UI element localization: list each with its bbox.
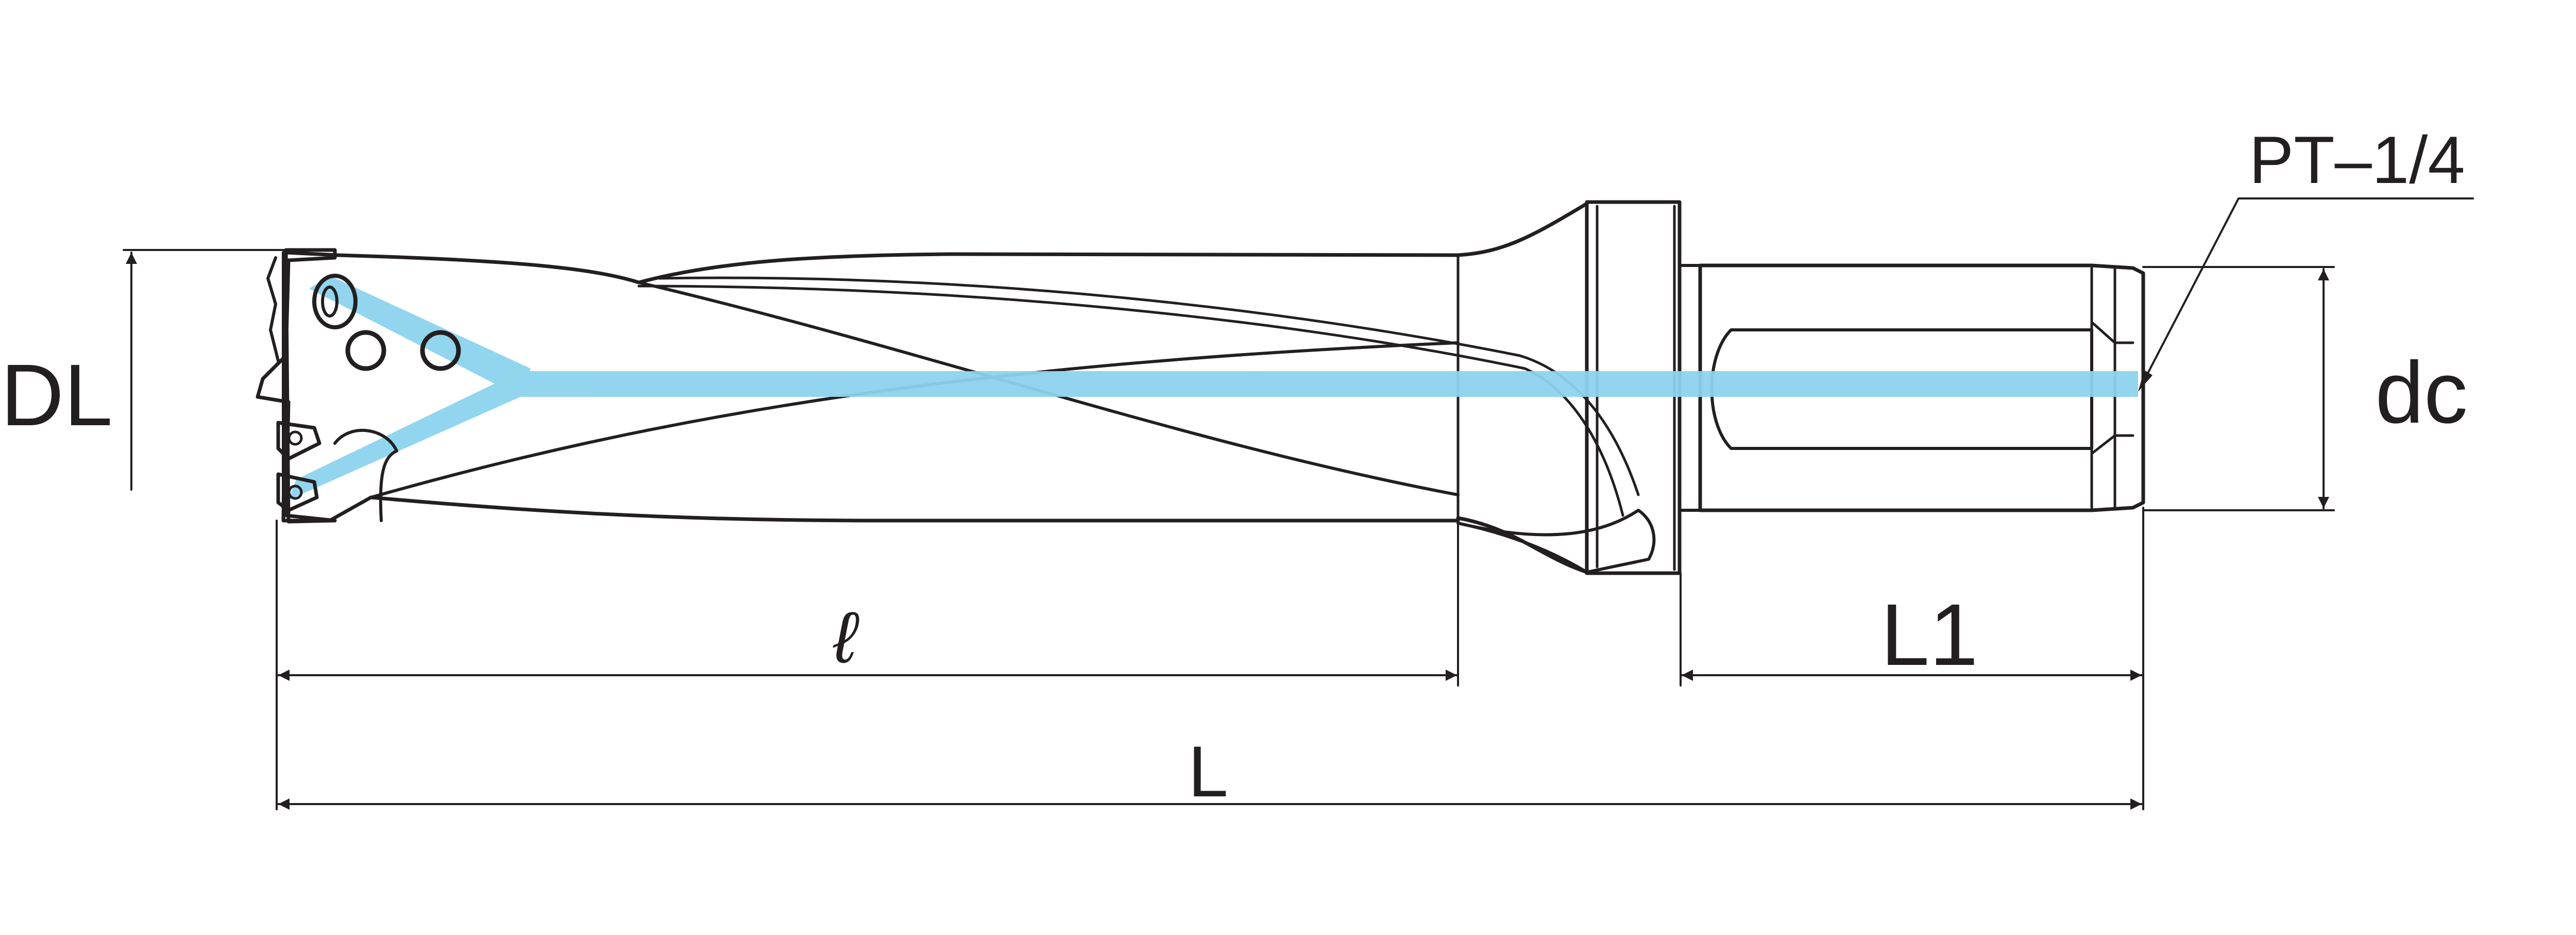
flute-curve-2 — [369, 341, 1460, 499]
insert-lower — [276, 472, 319, 512]
leader-thread — [2141, 197, 2474, 385]
coolant-lower-branch — [289, 374, 520, 500]
insert-upper — [276, 421, 321, 461]
drill-body — [281, 200, 2145, 575]
label-ell: ℓ — [833, 597, 859, 678]
head-outline — [256, 248, 337, 524]
leader-arrow — [2138, 370, 2153, 392]
shank-flat — [1710, 328, 2093, 450]
label-l: L — [1188, 731, 1228, 812]
flute-lower-curve — [1456, 509, 1656, 574]
label-thread: PT–1/4 — [2249, 122, 2465, 197]
chip-pocket — [333, 428, 398, 522]
insert-lower-screw — [287, 485, 303, 500]
hole-oval-inner — [321, 286, 338, 318]
coolant-upper-branch — [309, 276, 531, 397]
head-notch — [266, 256, 280, 362]
label-dc: dc — [2375, 344, 2468, 442]
coolant-channels — [289, 276, 2138, 500]
label-dl: DL — [1, 346, 112, 444]
cutting-head — [256, 248, 461, 524]
body-outline — [281, 202, 1589, 574]
coolant-hole-1 — [345, 330, 386, 371]
shank — [1698, 263, 2145, 512]
flute-curve-3 — [658, 276, 1640, 496]
coolant-hole-2 — [420, 330, 461, 371]
hole-oval — [312, 274, 358, 329]
shank-chamfer-bottom — [2090, 434, 2134, 455]
shank-chamfer-top — [2090, 321, 2134, 344]
dimensions: DL ℓ L1 L dc PT–1/4 — [1, 122, 2474, 812]
label-l1: L1 — [1880, 586, 1978, 684]
coolant-main-channel — [520, 371, 2138, 397]
insert-upper-screw — [287, 430, 303, 446]
